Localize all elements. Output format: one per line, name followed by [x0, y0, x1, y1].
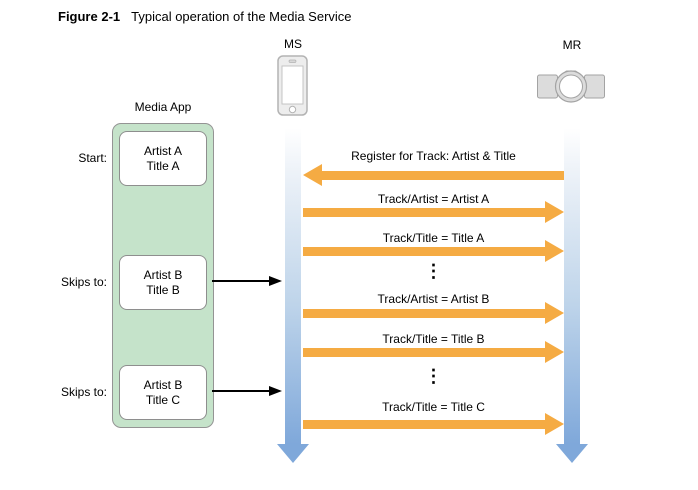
arrow-head [269, 276, 282, 286]
media-remote-icon [537, 70, 605, 103]
track-title: Title B [146, 282, 180, 297]
arrow-shaft [303, 247, 547, 256]
ms-lifeline-arrowhead [277, 444, 309, 463]
ms-lifeline [285, 128, 301, 444]
mr-lifeline-arrowhead [556, 444, 588, 463]
row-label-skips-1: Skips to: [60, 275, 107, 289]
mr-lifeline [564, 128, 580, 444]
arrow-head [545, 341, 564, 363]
time-gap-ellipsis-1: ⋮ [424, 261, 443, 281]
message-arrow-right [303, 302, 564, 324]
figure-number: Figure 2-1 [58, 9, 121, 24]
message-arrow-left [303, 164, 564, 186]
arrow-shaft [303, 208, 547, 217]
track-artist: Artist B [143, 377, 183, 392]
message-label-artist-b: Track/Artist = Artist B [377, 292, 490, 306]
track-box-b: Artist B Title B [119, 255, 207, 310]
message-arrow-right [303, 341, 564, 363]
row-label-start: Start: [78, 151, 107, 165]
lifeline-mr-label: MR [562, 38, 582, 52]
skip-connector-arrow-1 [212, 276, 282, 286]
arrow-shaft [303, 348, 547, 357]
track-title: Title C [145, 392, 181, 407]
arrow-head [269, 386, 282, 396]
arrow-shaft [320, 171, 564, 180]
figure-caption: Figure 2-1 Typical operation of the Media… [58, 9, 352, 24]
track-artist: Artist B [143, 267, 183, 282]
message-label-register: Register for Track: Artist & Title [351, 149, 516, 163]
message-arrow-right [303, 413, 564, 435]
arrow-shaft [303, 420, 547, 429]
iphone-icon [277, 55, 308, 116]
message-label-title-c: Track/Title = Title C [382, 400, 485, 414]
message-arrow-right [303, 201, 564, 223]
figure-title: Typical operation of the Media Service [131, 9, 352, 24]
arrow-head [545, 201, 564, 223]
track-box-a: Artist A Title A [119, 131, 207, 186]
media-app-title: Media App [134, 100, 192, 114]
message-label-title-a: Track/Title = Title A [382, 231, 485, 245]
arrow-head [545, 240, 564, 262]
arrow-line [212, 390, 271, 392]
row-label-skips-2: Skips to: [60, 385, 107, 399]
time-gap-ellipsis-2: ⋮ [424, 366, 443, 386]
arrow-head [545, 302, 564, 324]
message-label-artist-a: Track/Artist = Artist A [377, 192, 490, 206]
track-artist: Artist A [143, 143, 182, 158]
arrow-head [303, 164, 322, 186]
message-arrow-right [303, 240, 564, 262]
message-label-title-b: Track/Title = Title B [382, 332, 485, 346]
skip-connector-arrow-2 [212, 386, 282, 396]
track-title: Title A [146, 158, 180, 173]
lifeline-ms-label: MS [284, 37, 302, 51]
arrow-line [212, 280, 271, 282]
arrow-head [545, 413, 564, 435]
track-box-c: Artist B Title C [119, 365, 207, 420]
arrow-shaft [303, 309, 547, 318]
